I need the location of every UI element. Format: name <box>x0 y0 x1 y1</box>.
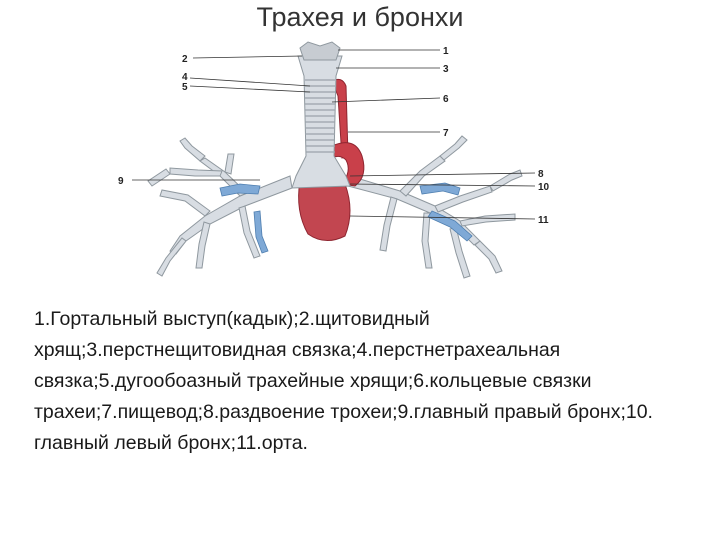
right-bronchial-tree <box>147 137 293 277</box>
legend-caption: 1.Гортальный выступ(кадык);2.щитовидный … <box>34 308 653 454</box>
callout-2: 2 <box>182 54 188 65</box>
callout-1: 1 <box>443 46 449 57</box>
callout-9: 9 <box>118 176 124 187</box>
callout-5: 5 <box>182 82 188 93</box>
slide-title: Трахея и бронхи <box>256 2 464 32</box>
pulmonary-veins <box>219 182 473 254</box>
callout-labels: 1 2 3 4 5 6 7 8 9 10 11 <box>118 46 550 226</box>
callout-8: 8 <box>538 169 544 180</box>
callout-4: 4 <box>182 72 188 83</box>
callout-6: 6 <box>443 94 449 105</box>
callout-11: 11 <box>538 215 549 226</box>
leader-lines <box>132 49 536 220</box>
trachea <box>291 41 351 189</box>
trachea-bronchi-illustration: 1 2 3 4 5 6 7 8 9 10 11 <box>118 41 550 279</box>
aorta <box>298 142 365 241</box>
callout-3: 3 <box>443 64 449 75</box>
callout-10: 10 <box>538 182 550 193</box>
left-bronchial-tree <box>347 135 523 279</box>
callout-7: 7 <box>443 128 449 139</box>
